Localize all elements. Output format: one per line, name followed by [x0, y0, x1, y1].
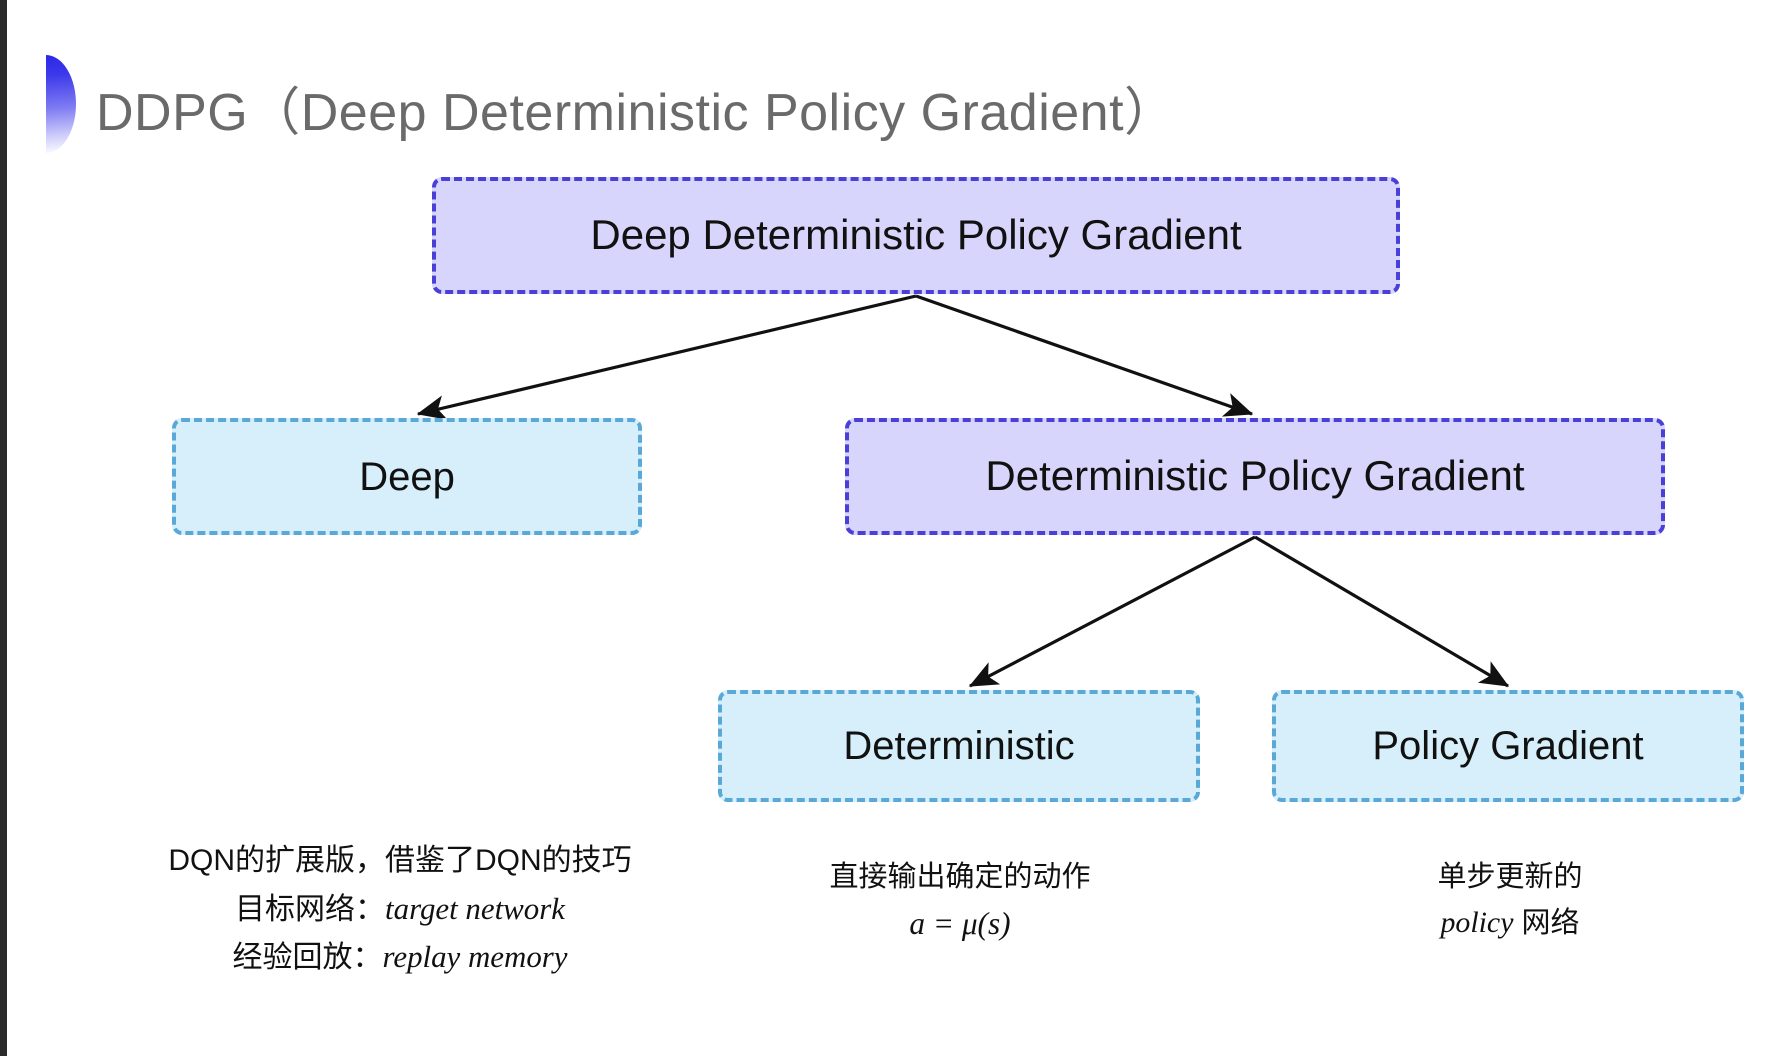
- node-deterministic[interactable]: Deterministic: [718, 690, 1200, 802]
- title-bullet-icon: [46, 55, 76, 153]
- edge-dpg-to-deterministic: [968, 535, 1256, 688]
- note-deterministic-formula: a = μ(s): [909, 905, 1011, 941]
- left-edge-rule: [0, 0, 7, 1056]
- note-policy-gradient-suffix: 网络: [1513, 906, 1580, 939]
- note-deep: DQN的扩展版，借鉴了DQN的技巧 目标网络：target network 经验…: [90, 838, 710, 982]
- note-deep-line-2: 目标网络：target network: [90, 885, 710, 934]
- node-deep-deterministic-policy-gradient[interactable]: Deep Deterministic Policy Gradient: [432, 177, 1400, 294]
- node-deep[interactable]: Deep: [172, 418, 642, 535]
- page-title: DDPG（Deep Deterministic Policy Gradient）: [96, 84, 1177, 142]
- note-deterministic: 直接输出确定的动作 a = μ(s): [760, 855, 1160, 948]
- edge-dpg-to-policy-gradient: [1254, 535, 1510, 688]
- edge-root-to-dpg: [915, 294, 1254, 417]
- edge-root-to-deep: [416, 294, 917, 420]
- node-policy-gradient[interactable]: Policy Gradient: [1272, 690, 1744, 802]
- note-deterministic-line-1: 直接输出确定的动作: [829, 861, 1091, 893]
- note-policy-gradient-term: policy: [1440, 905, 1514, 939]
- note-policy-gradient-line-2: policy 网络: [1330, 900, 1690, 946]
- note-deep-line-3: 经验回放：replay memory: [90, 933, 710, 982]
- note-deep-line-3-term: replay memory: [382, 939, 568, 974]
- note-deep-line-2-label: 目标网络：: [235, 892, 386, 926]
- note-deep-line-2-term: target network: [385, 890, 565, 926]
- note-policy-gradient-line-1: 单步更新的: [1437, 861, 1583, 893]
- note-policy-gradient: 单步更新的 policy 网络: [1330, 855, 1690, 946]
- note-deep-line-3-label: 经验回放：: [232, 941, 383, 974]
- note-deep-line-1: DQN的扩展版，借鉴了DQN的技巧: [168, 844, 632, 877]
- node-deterministic-policy-gradient[interactable]: Deterministic Policy Gradient: [845, 418, 1665, 535]
